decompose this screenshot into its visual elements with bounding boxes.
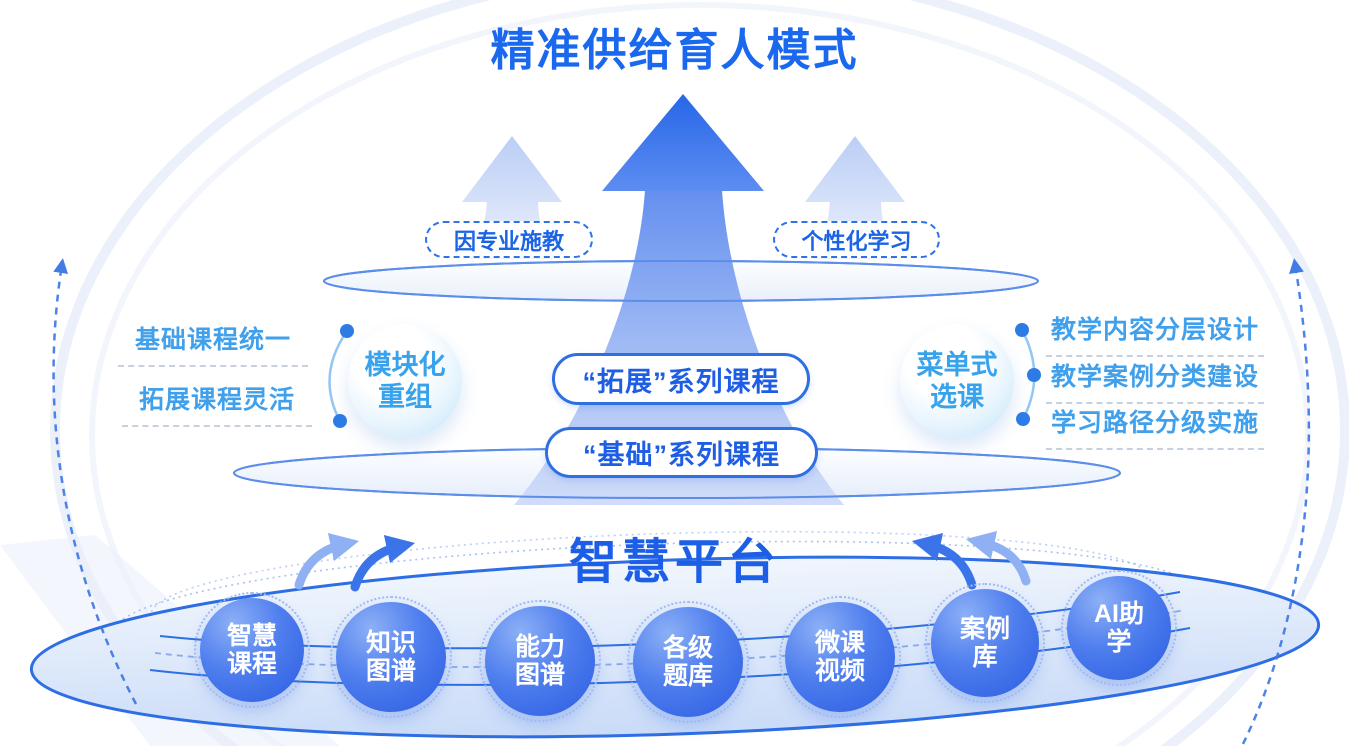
- left-item-2: 拓展课程灵活: [122, 380, 312, 427]
- series-pill-expansion: “拓展”系列课程: [552, 353, 810, 405]
- series-pill-foundation: “基础”系列课程: [545, 427, 818, 478]
- flow-arc-left: [52, 258, 138, 705]
- left-item-1: 基础课程统一: [118, 320, 308, 367]
- module-question-banks: 各级 题库: [627, 601, 749, 723]
- main-arrow-head: [602, 94, 764, 191]
- module-ability-graph: 能力 图谱: [479, 600, 601, 722]
- module-case-library: 案例 库: [925, 583, 1045, 703]
- right-item-2: 教学案例分类建设: [1046, 357, 1264, 404]
- platform-title: 智慧平台: [568, 536, 781, 589]
- feed-arrow-right-light: [965, 530, 1031, 586]
- feed-arrow-right-dark: [911, 532, 977, 590]
- module-smart-courses: 智慧 课程: [194, 592, 310, 708]
- flow-arc-right: [1241, 258, 1311, 745]
- mountain-shaft: [514, 190, 844, 505]
- bubble-modular-recombine: 模块化 重组: [348, 324, 462, 438]
- tag-pill-right: 个性化学习: [773, 221, 940, 258]
- bracket-left: [328, 330, 349, 422]
- bubble-menu-course: 菜单式 选课: [900, 324, 1014, 438]
- feed-arrow-left-dark: [350, 534, 416, 592]
- right-item-3: 学习路径分级实施: [1046, 403, 1264, 450]
- page-title: 精准供给育人模式: [490, 26, 859, 75]
- module-micro-videos: 微课 视频: [779, 596, 901, 718]
- right-item-1: 教学内容分层设计: [1046, 310, 1264, 357]
- tag-pill-left: 因专业施教: [425, 221, 593, 258]
- feed-arrow-left-light: [294, 532, 360, 590]
- module-knowledge-graph: 知识 图谱: [330, 596, 452, 718]
- module-ai-assistant: AI助 学: [1061, 570, 1177, 686]
